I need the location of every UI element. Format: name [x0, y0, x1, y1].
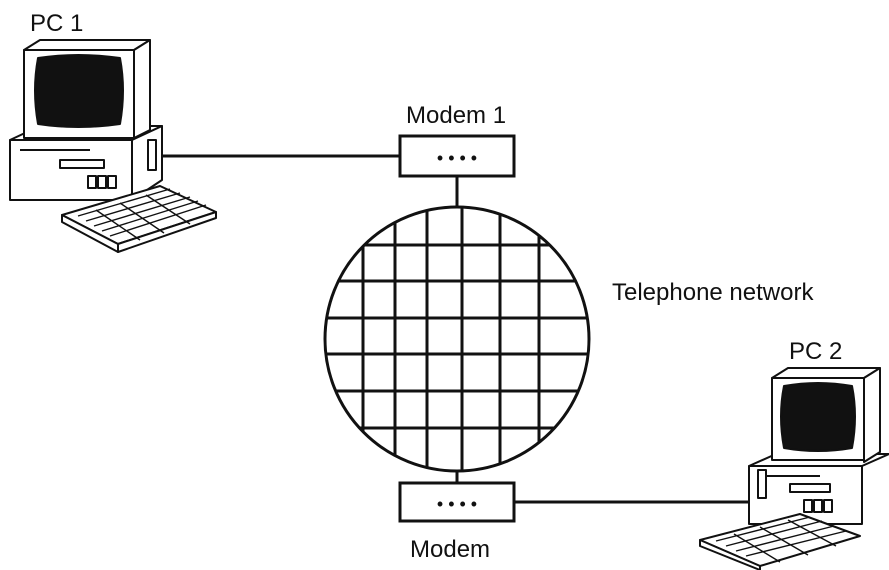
pc-2-computer-icon [699, 367, 889, 570]
telephone-network-label: Telephone network [612, 279, 814, 306]
modem-1-indicator-lights: • • • • [437, 148, 477, 168]
modem-2-icon: • • • • [398, 481, 516, 523]
modem-2-label: Modem [410, 536, 491, 563]
pc-1-computer-icon [9, 39, 217, 253]
telephone-network-globe-icon [323, 205, 591, 473]
modem-1-label: Modem 1 [406, 102, 507, 129]
modem-2-indicator-lights: • • • • [437, 494, 477, 514]
pc-1-label: PC 1 [30, 10, 84, 37]
modem-1-icon: • • • • [398, 134, 516, 178]
pc-2-label: PC 2 [789, 338, 843, 365]
